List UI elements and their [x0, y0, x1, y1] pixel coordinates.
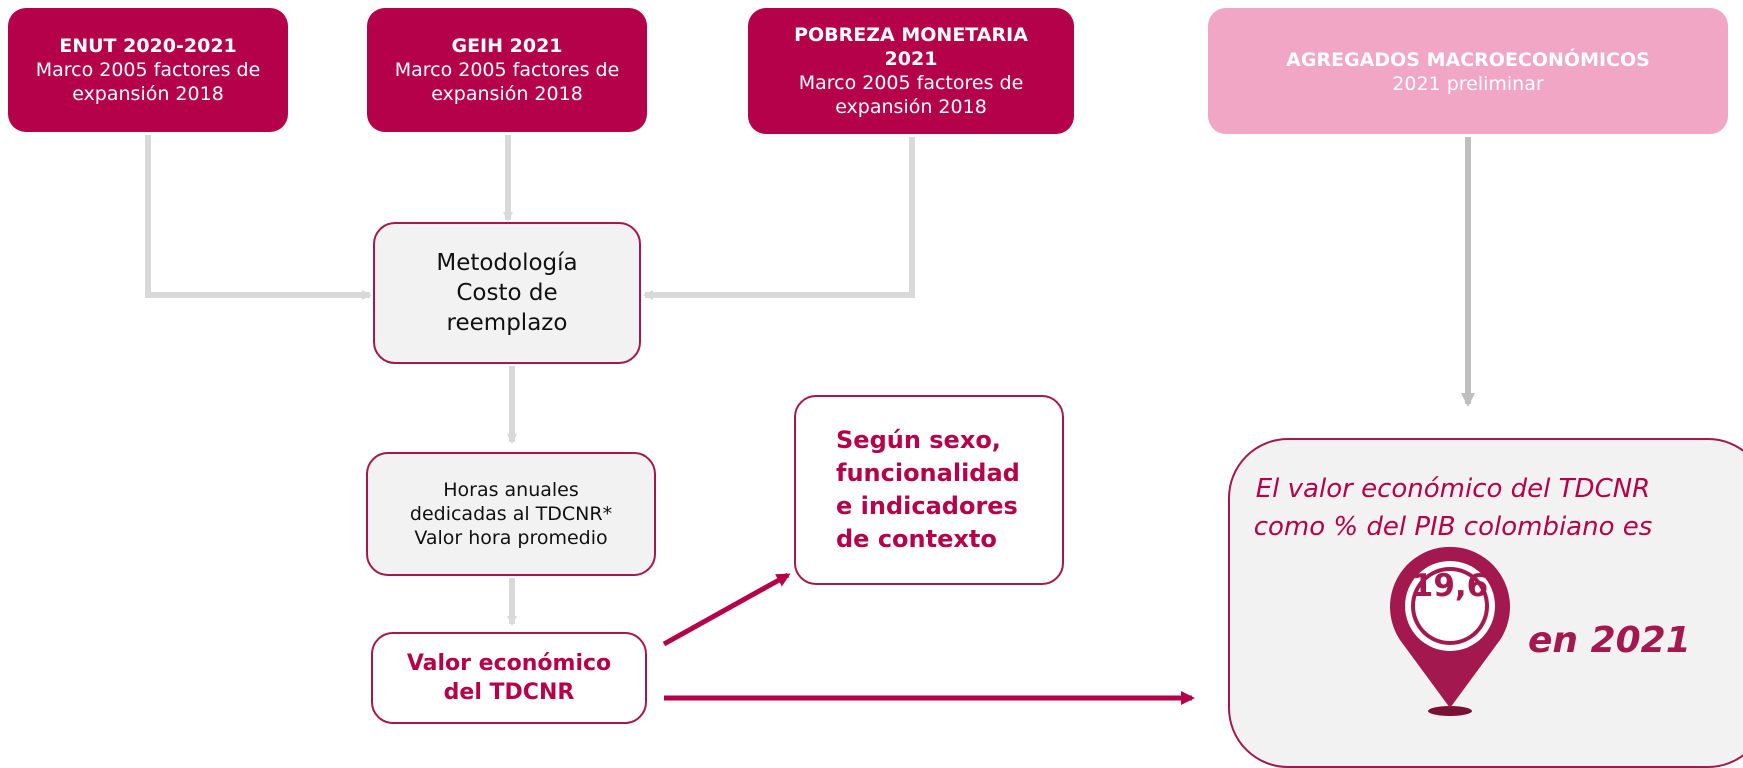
value-line: Valor económico: [406, 651, 612, 676]
hours-line: dedicadas al TDCNR*: [409, 503, 613, 525]
arrow-to-breakdown: [662, 572, 791, 647]
value-line: del TDCNR: [443, 680, 575, 705]
breakdown-line: de contexto: [836, 525, 997, 553]
source-subtitle: Marco 2005 factores de expansión 2018: [35, 59, 261, 105]
result-line: El valor económico del TDCNR: [1255, 474, 1651, 504]
result-year: en 2021: [1528, 620, 1691, 661]
source-agregados: AGREGADOS MACROECONÓMICOS 2021 prelimina…: [1208, 8, 1728, 134]
breakdown-line: funcionalidad: [836, 459, 1020, 487]
methodology-line: Metodología: [436, 250, 578, 276]
connector-enut: [145, 135, 372, 300]
source-enut: ENUT 2020-2021 Marco 2005 factores de ex…: [8, 8, 288, 132]
source-title: ENUT 2020-2021: [59, 35, 237, 57]
value-box: Valor económico del TDCNR: [371, 632, 647, 724]
result-value: 19,6: [1411, 568, 1489, 604]
methodology-line: reemplazo: [446, 310, 568, 336]
source-title: POBREZA MONETARIA 2021: [794, 24, 1028, 70]
source-subtitle: Marco 2005 factores de expansión 2018: [798, 72, 1024, 118]
result-statement: El valor económico del TDCNR como % del …: [1228, 470, 1678, 546]
hours-line: Valor hora promedio: [414, 527, 608, 549]
breakdown-box: Según sexo, funcionalidad e indicadores …: [794, 395, 1064, 585]
breakdown-line: e indicadores: [836, 492, 1018, 520]
source-title: GEIH 2021: [451, 35, 563, 57]
connector-lines: [145, 135, 1475, 705]
source-subtitle: 2021 preliminar: [1392, 73, 1544, 95]
source-pobreza: POBREZA MONETARIA 2021 Marco 2005 factor…: [748, 8, 1074, 134]
source-title: AGREGADOS MACROECONÓMICOS: [1286, 49, 1650, 71]
hours-box: Horas anuales dedicadas al TDCNR* Valor …: [366, 452, 656, 576]
source-geih: GEIH 2021 Marco 2005 factores de expansi…: [367, 8, 647, 132]
methodology-box: Metodología Costo de reemplazo: [373, 222, 641, 364]
result-line: como % del PIB colombiano es: [1253, 512, 1653, 542]
methodology-line: Costo de: [456, 280, 558, 306]
map-pin-icon: [1390, 546, 1510, 716]
hours-line: Horas anuales: [443, 479, 579, 501]
source-subtitle: Marco 2005 factores de expansión 2018: [394, 59, 620, 105]
connector-pobreza: [643, 137, 915, 300]
breakdown-line: Según sexo,: [836, 426, 1001, 454]
